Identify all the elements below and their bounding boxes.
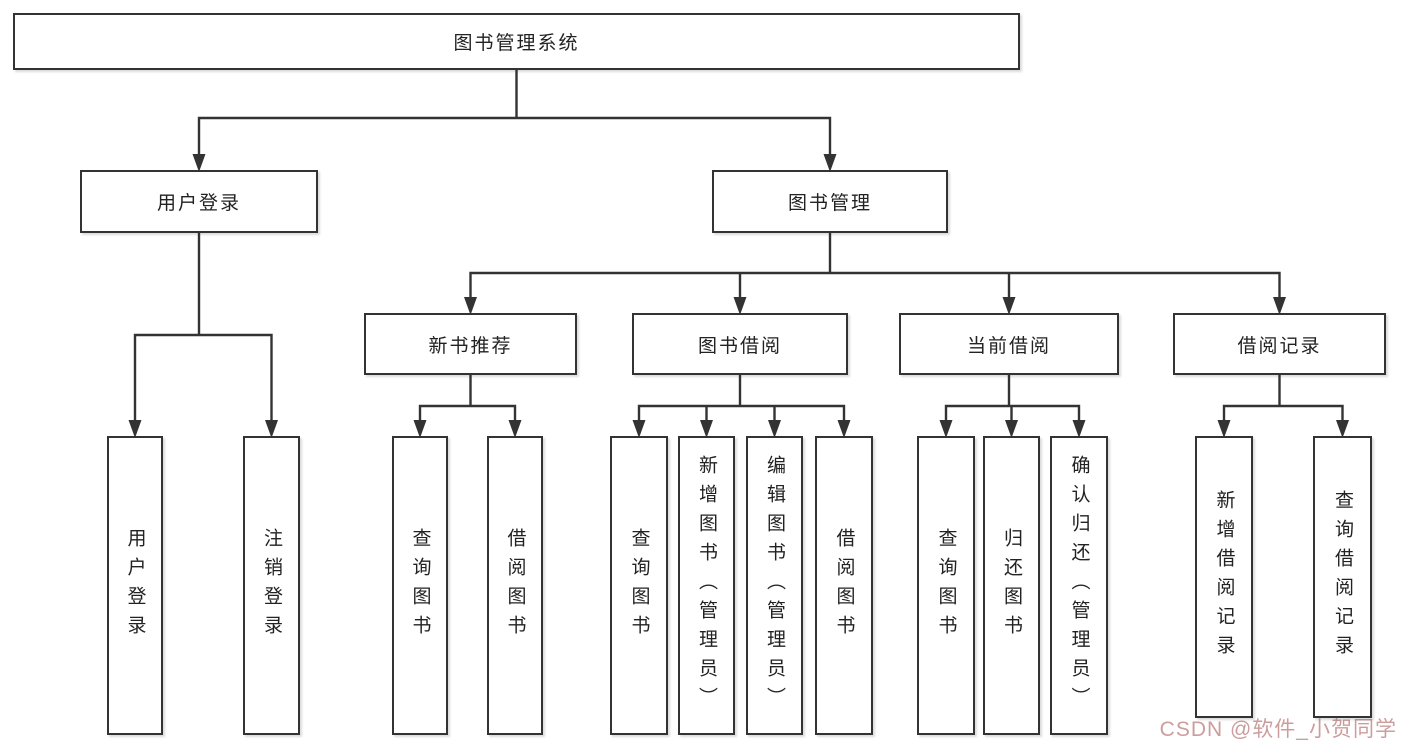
diagram-node-cb-confirm: 确认归还（管理员） (1050, 436, 1108, 735)
node-label-bb-edit: 编辑图书（管理员） (764, 455, 785, 716)
node-label-bb-borrow: 借阅图书 (833, 527, 855, 644)
node-label-bb-query: 查询图书 (628, 527, 650, 644)
node-label-cb-confirm: 确认归还（管理员） (1068, 455, 1090, 716)
node-label-logout: 注销登录 (261, 527, 282, 644)
diagram-node-br-add: 新增借阅记录 (1195, 436, 1253, 718)
diagram-node-bb-query: 查询图书 (610, 436, 668, 735)
node-label-nb-query: 查询图书 (409, 527, 431, 644)
diagram-node-cb-return: 归还图书 (983, 436, 1040, 735)
node-label-current-borrow: 当前借阅 (966, 335, 1051, 357)
diagram-node-nb-borrow: 借阅图书 (487, 436, 543, 735)
node-label-login: 用户登录 (124, 527, 146, 644)
diagram-node-book-borrow: 图书借阅 (632, 313, 848, 375)
node-label-nb-borrow: 借阅图书 (504, 527, 526, 644)
node-label-user-login-group: 用户登录 (156, 193, 241, 214)
diagram-node-current-borrow: 当前借阅 (899, 313, 1119, 375)
node-label-bb-add: 新增图书（管理员） (696, 455, 717, 716)
diagram-node-borrow-records: 借阅记录 (1173, 313, 1386, 375)
node-label-br-query: 查询借阅记录 (1332, 490, 1353, 664)
diagram-node-root: 图书管理系统 (13, 13, 1020, 70)
node-label-book-mgmt: 图书管理 (787, 193, 872, 214)
diagram-node-cb-query: 查询图书 (917, 436, 975, 735)
node-label-book-borrow: 图书借阅 (697, 335, 782, 357)
diagram-node-user-login-group: 用户登录 (80, 170, 318, 233)
diagram-node-bb-borrow: 借阅图书 (815, 436, 873, 735)
diagram-node-new-book-rec: 新书推荐 (364, 313, 577, 375)
diagram-node-login: 用户登录 (107, 436, 163, 735)
node-label-cb-return: 归还图书 (1001, 527, 1022, 644)
diagram-node-bb-add: 新增图书（管理员） (678, 436, 735, 735)
diagram-node-book-mgmt: 图书管理 (712, 170, 948, 233)
node-label-root: 图书管理系统 (453, 33, 580, 54)
node-label-cb-query: 查询图书 (935, 527, 957, 644)
node-label-borrow-records: 借阅记录 (1237, 335, 1322, 357)
diagram-node-bb-edit: 编辑图书（管理员） (746, 436, 803, 735)
diagram-node-br-query: 查询借阅记录 (1313, 436, 1372, 718)
node-label-br-add: 新增借阅记录 (1213, 490, 1235, 664)
node-label-new-book-rec: 新书推荐 (428, 335, 513, 357)
diagram-node-nb-query: 查询图书 (392, 436, 448, 735)
diagram-node-logout: 注销登录 (243, 436, 300, 735)
